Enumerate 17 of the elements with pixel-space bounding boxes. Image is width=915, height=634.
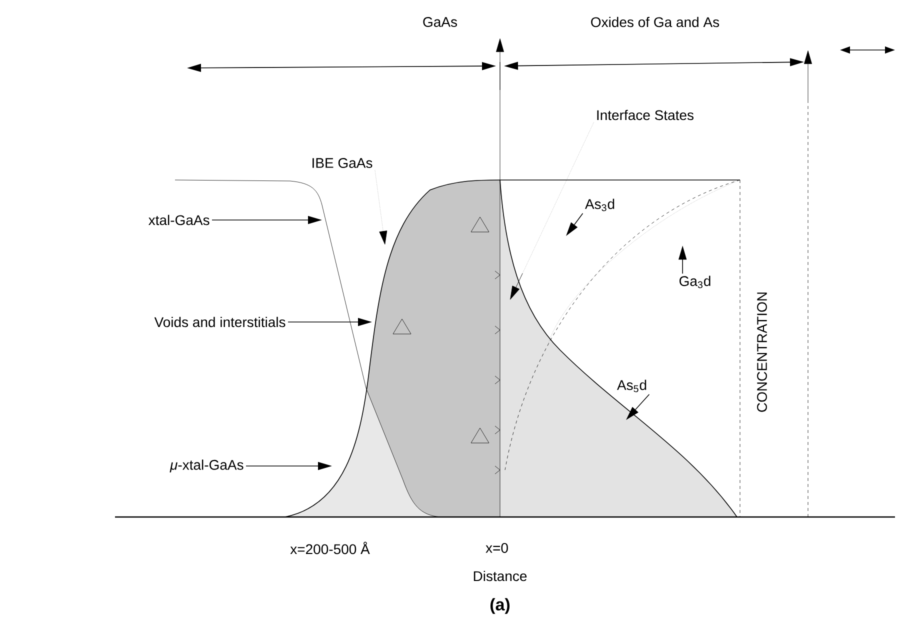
curve-label: Interface States	[597, 110, 694, 120]
curve-label: As$_{3}$d	[585, 198, 614, 212]
curve-label: μ-xtal-GaAs	[170, 460, 244, 472]
leader-arrow	[374, 170, 388, 246]
curve-label: Voids and interstitials	[154, 316, 286, 328]
region-label: GaAs	[423, 17, 457, 27]
region-label: x=0	[486, 543, 508, 553]
panel-label: (a)	[490, 598, 510, 614]
region-label: x=200-500 Å	[290, 542, 370, 554]
axis-label: CONCENTRATION	[757, 292, 767, 412]
leader-arrow	[510, 122, 594, 300]
curve-label: As$_{5}$d	[617, 380, 646, 392]
curve-label: xtal-GaAs	[148, 214, 210, 226]
axis-label: Distance	[474, 570, 527, 582]
curve-label: Ga$_{3}$d	[680, 276, 710, 288]
region-label: Oxides of Ga and As	[591, 16, 720, 28]
curve-label: IBE GaAs	[312, 158, 372, 168]
